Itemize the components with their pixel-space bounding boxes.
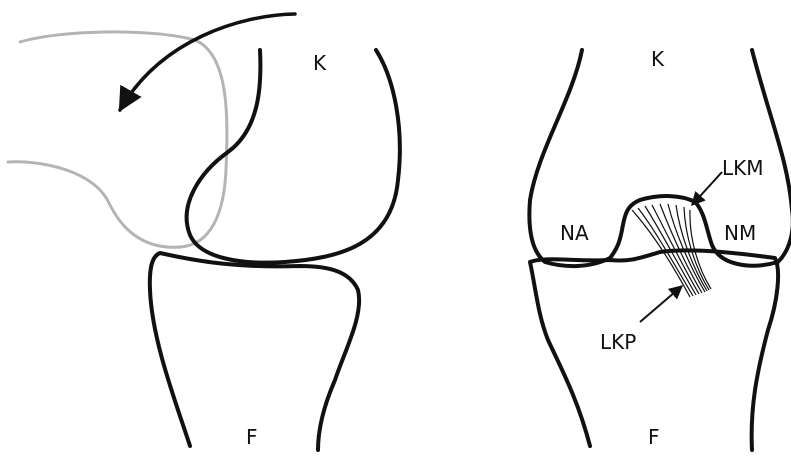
lkm-pointer [692, 172, 722, 205]
patella-outline [8, 32, 227, 247]
tibia-outline-frontal [530, 250, 778, 450]
frontal-knee-view: K F NA NM LKM LKP [529, 47, 791, 450]
tibia-label: F [246, 425, 258, 449]
tibia-outline [150, 253, 359, 450]
ligament-bottom-label: LKP [600, 330, 636, 354]
ligament-top-label: LKM [722, 156, 764, 180]
lkp-pointer [640, 286, 682, 322]
medial-condyle-label: NM [724, 221, 756, 245]
femur-label: K [313, 51, 327, 75]
tibia-label-frontal: F [648, 425, 660, 449]
femur-label-frontal: K [651, 47, 665, 71]
rotation-arrow [120, 14, 295, 110]
lateral-condyle-label: NA [560, 221, 589, 245]
femur-outline [187, 50, 400, 263]
lateral-knee-view: K F [8, 14, 400, 450]
